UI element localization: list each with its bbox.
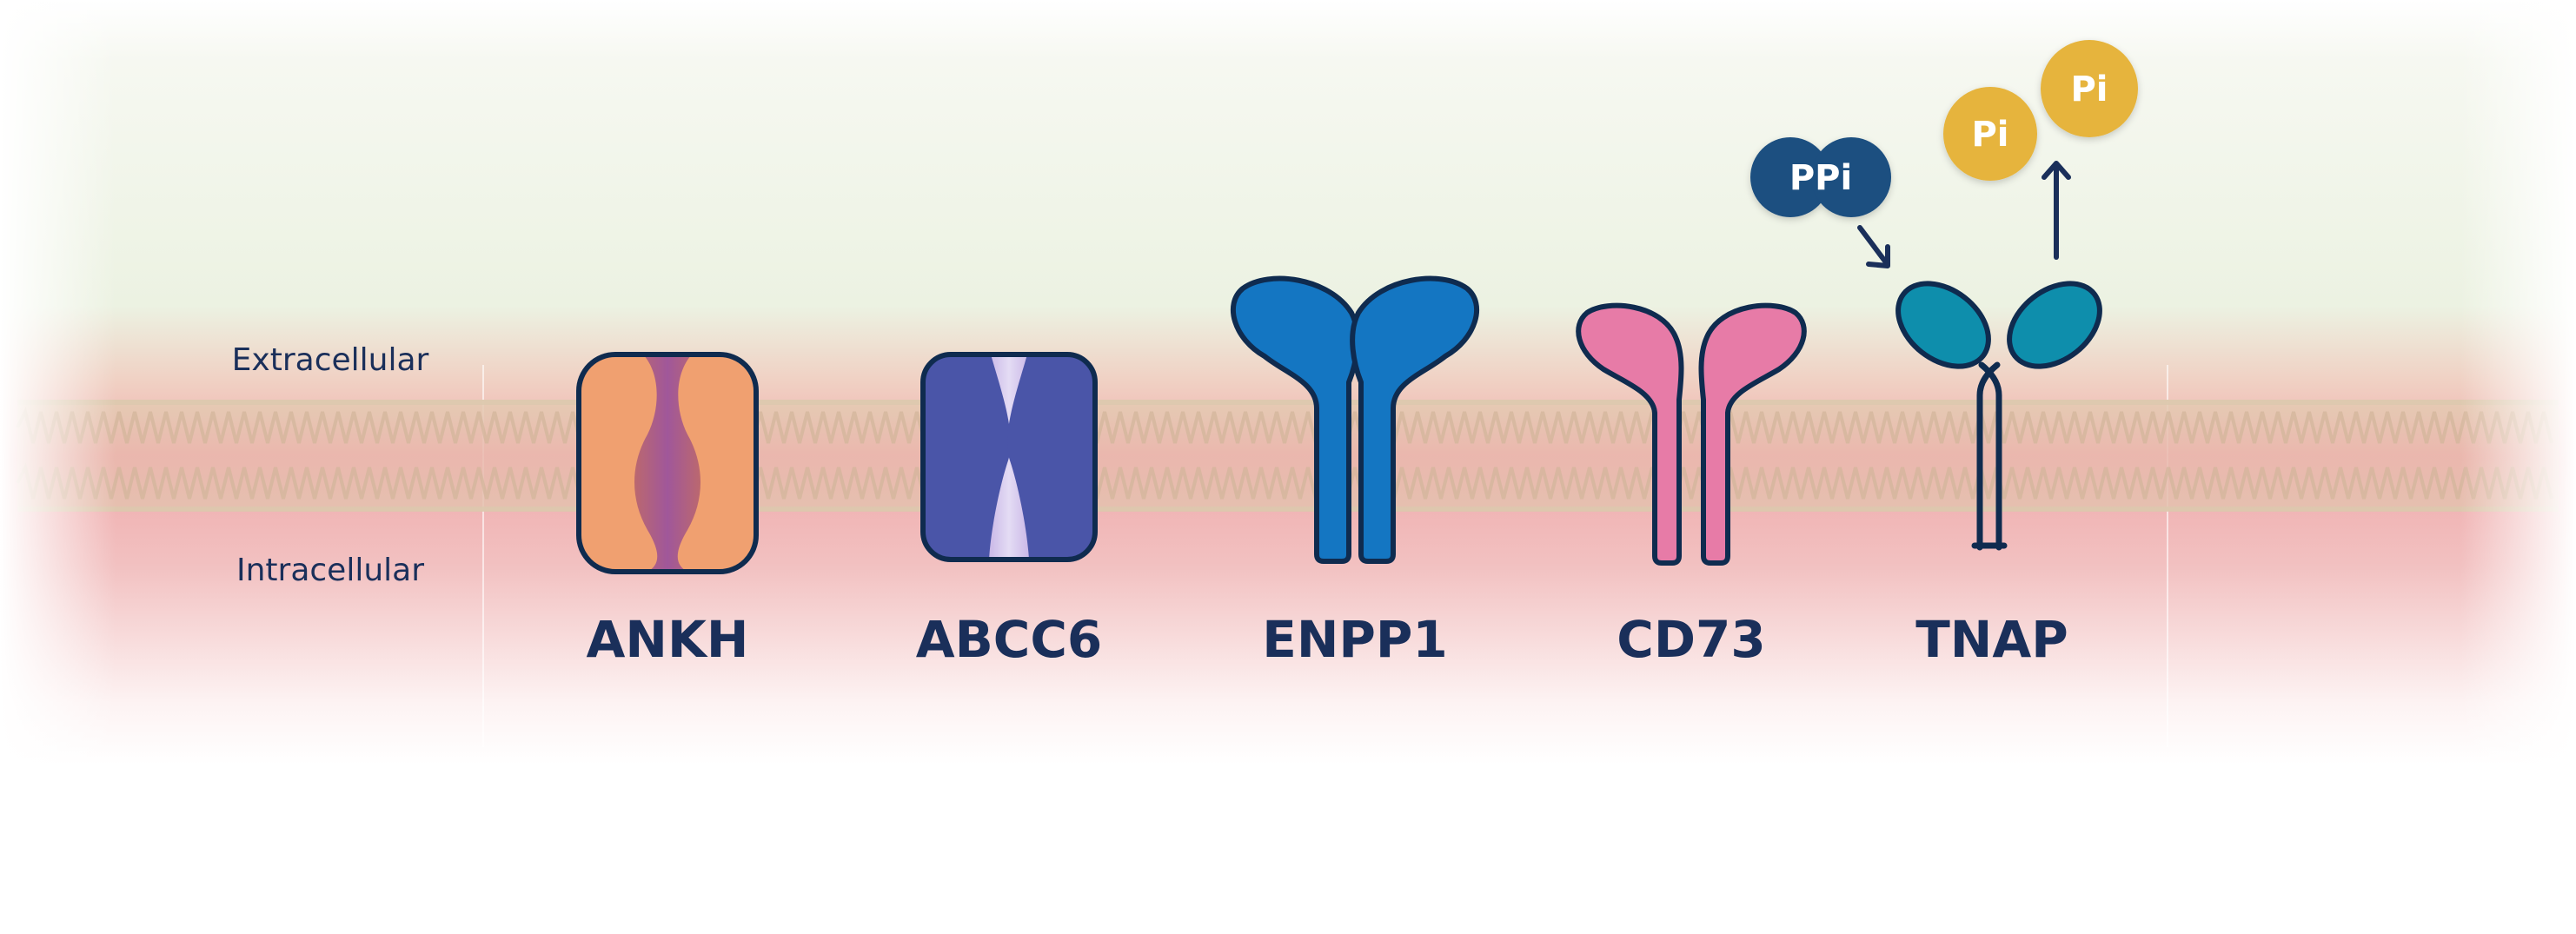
ankh-label: ANKH	[587, 610, 749, 669]
edge-fade	[0, 0, 2576, 765]
pi-out-arrow	[2042, 161, 2071, 260]
extracellular-label: Extracellular	[232, 342, 429, 378]
ppi-in-arrow	[1857, 225, 1890, 268]
cd73-label: CD73	[1617, 610, 1765, 669]
tnap-enzyme	[1895, 281, 2102, 551]
abcc6-label: ABCC6	[916, 610, 1103, 669]
intracellular-label: Intracellular	[236, 553, 424, 588]
ppi-label: PPi	[1789, 158, 1852, 198]
ppi-molecule: PPi	[1750, 137, 1891, 217]
pi-label-2: Pi	[2070, 70, 2108, 109]
tnap-label: TNAP	[1915, 610, 2068, 669]
cd73-enzyme	[1576, 302, 1807, 566]
pi-molecule-1: Pi	[1943, 87, 2037, 181]
abcc6-transporter	[920, 352, 1098, 562]
pi-molecule-2: Pi	[2041, 40, 2138, 137]
pi-label-1: Pi	[1971, 115, 2008, 155]
ankh-transporter	[576, 352, 759, 574]
enpp1-label: ENPP1	[1262, 610, 1448, 669]
enpp1-enzyme	[1230, 275, 1480, 564]
